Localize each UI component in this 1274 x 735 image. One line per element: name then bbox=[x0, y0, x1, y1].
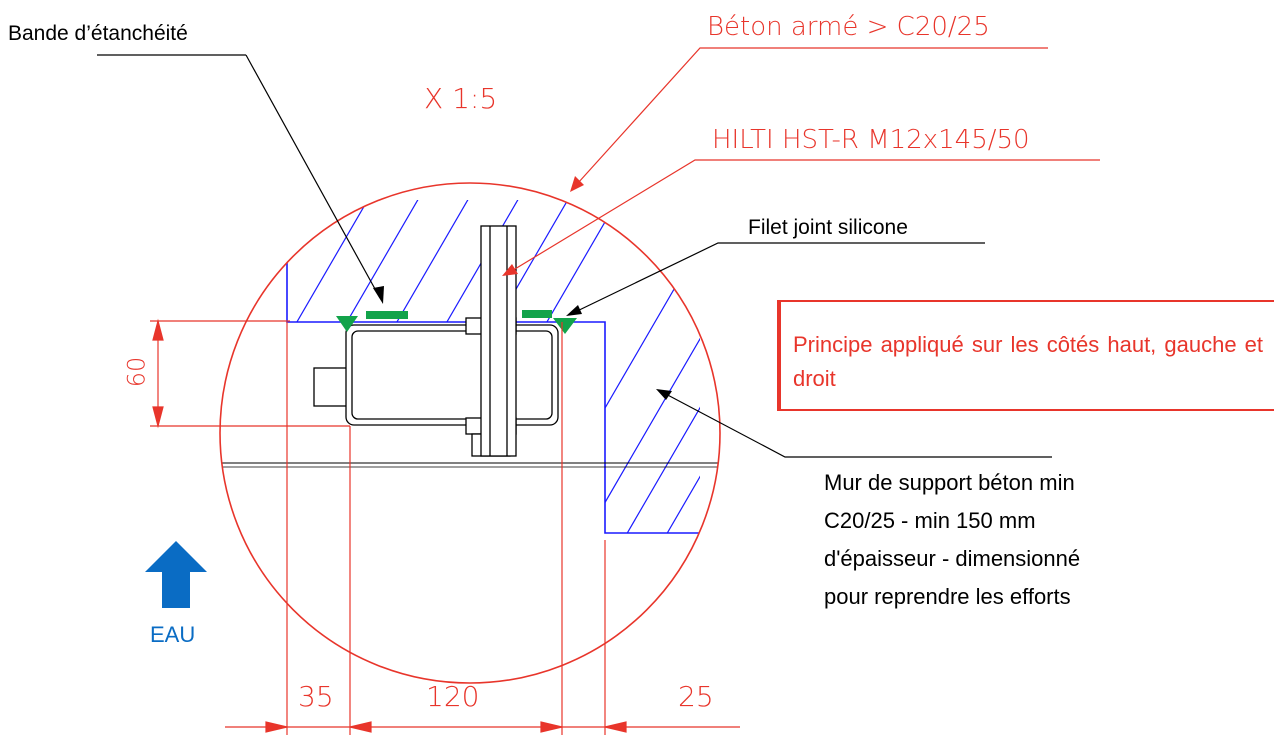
mur-line: pour reprendre les efforts bbox=[824, 584, 1071, 609]
mur-line: d'épaisseur - dimensionné bbox=[824, 546, 1081, 571]
anchor-bolt bbox=[480, 225, 517, 457]
dim-left: 35 bbox=[298, 680, 334, 713]
dim-height: 60 bbox=[122, 356, 151, 388]
dimension-lines bbox=[150, 318, 740, 735]
note-text: Principe appliqué sur les côtés haut, ga… bbox=[793, 332, 1263, 391]
note-box: Principe appliqué sur les côtés haut, ga… bbox=[779, 300, 1274, 411]
mur-line: Mur de support béton min bbox=[824, 470, 1075, 495]
label-beton-arme: Béton armé > C20/25 bbox=[707, 12, 990, 42]
dim-right: 25 bbox=[678, 680, 714, 713]
leader-lines bbox=[97, 47, 1100, 458]
label-hilti-anchor: HILTI HST-R M12x145/50 bbox=[712, 125, 1030, 155]
label-bande-etancheite: Bande d’étanchéité bbox=[8, 22, 188, 45]
water-arrow-icon bbox=[145, 541, 207, 608]
label-eau: EAU bbox=[150, 622, 196, 647]
mur-line: C20/25 - min 150 mm bbox=[824, 508, 1036, 533]
drawing-scale-title: X 1:5 bbox=[424, 82, 498, 115]
detail-circle bbox=[219, 182, 721, 684]
label-filet-joint: Filet joint silicone bbox=[748, 216, 908, 239]
sealing-strips bbox=[336, 310, 577, 334]
label-mur-support: Mur de support béton min C20/25 - min 15… bbox=[824, 464, 1080, 616]
dim-middle: 120 bbox=[426, 680, 480, 713]
